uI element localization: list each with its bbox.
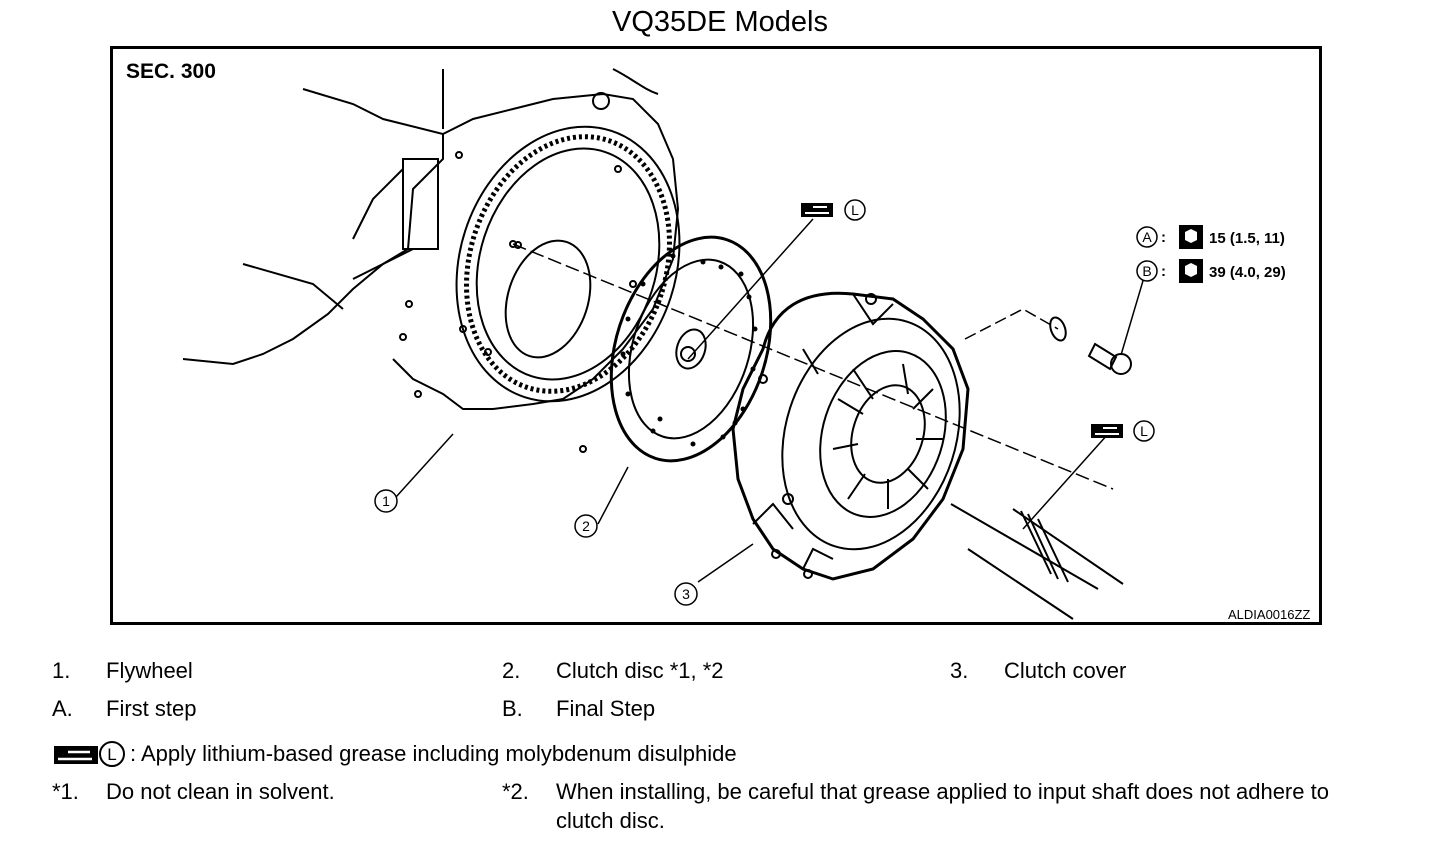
svg-text:B: B — [1142, 263, 1151, 279]
legend-num: 2. — [502, 658, 521, 683]
flywheel-ring-gear — [455, 125, 681, 403]
legend-label: First step — [106, 696, 197, 721]
footnote-mark: *1. — [52, 779, 79, 804]
grease-symbol-shaft: L — [1091, 420, 1155, 442]
svg-text:1: 1 — [382, 493, 390, 509]
input-shaft — [950, 503, 1124, 620]
footnote-text: When installing, be careful that grease … — [556, 779, 1329, 804]
lube-note: : Apply lithium-based grease including m… — [130, 741, 737, 766]
diaphragm-spring — [850, 384, 926, 484]
grease-lube-icon: L — [54, 741, 125, 767]
clutch-exploded-diagram: 1 2 3 L L A : — [182, 68, 1286, 620]
diagram-frame: 1 2 3 L L A : — [110, 46, 1322, 625]
svg-text::: : — [1161, 263, 1166, 280]
flywheel-hub — [504, 239, 592, 359]
svg-text::: : — [1161, 229, 1166, 246]
dowel-pin — [592, 92, 610, 110]
legend-num: 3. — [950, 658, 969, 683]
grease-symbol-disc: L — [801, 199, 866, 221]
clutch-disc-hub — [675, 328, 707, 370]
torque-wrench-icon — [1179, 225, 1203, 249]
footnote-text-continued: clutch disc. — [556, 808, 665, 833]
legend-num: 1. — [52, 658, 71, 683]
engine-block-outline — [182, 88, 444, 366]
block-rib — [402, 158, 439, 250]
torque-step-a: A : 15 (1.5, 11) — [1136, 225, 1285, 249]
clutch-cover — [731, 291, 970, 581]
legend-label: Clutch cover — [1004, 658, 1127, 683]
svg-text:3: 3 — [682, 586, 690, 602]
callout-part-2: 2 — [574, 514, 598, 538]
washer — [1049, 316, 1067, 342]
svg-text:A: A — [1142, 229, 1152, 245]
svg-text:39 (4.0, 29): 39 (4.0, 29) — [1209, 264, 1286, 281]
bolt-shank — [1087, 342, 1118, 371]
figure-code: ALDIA0016ZZ — [1228, 607, 1311, 622]
footnote-text: Do not clean in solvent. — [106, 779, 335, 804]
torque-step-b: B : 39 (4.0, 29) — [1136, 259, 1286, 283]
clutch-disc — [609, 235, 773, 463]
legend-num: A. — [52, 696, 73, 721]
svg-text:15 (1.5, 11): 15 (1.5, 11) — [1209, 230, 1285, 247]
legend-label: Clutch disc *1, *2 — [556, 658, 724, 683]
legend-label: Final Step — [556, 696, 656, 721]
svg-text:L: L — [107, 745, 116, 764]
section-label: SEC. 300 — [126, 60, 216, 83]
svg-text:2: 2 — [582, 518, 590, 534]
legend-num: B. — [502, 696, 523, 721]
page-title: VQ35DE Models — [612, 6, 828, 38]
callout-part-3: 3 — [674, 582, 698, 606]
bolt-head — [1110, 353, 1132, 375]
footnote-mark: *2. — [502, 779, 529, 804]
legend-label: Flywheel — [106, 658, 193, 683]
svg-text:L: L — [1140, 423, 1148, 439]
callout-part-1: 1 — [374, 489, 398, 513]
torque-wrench-icon — [1179, 259, 1203, 283]
svg-text:L: L — [851, 202, 859, 218]
